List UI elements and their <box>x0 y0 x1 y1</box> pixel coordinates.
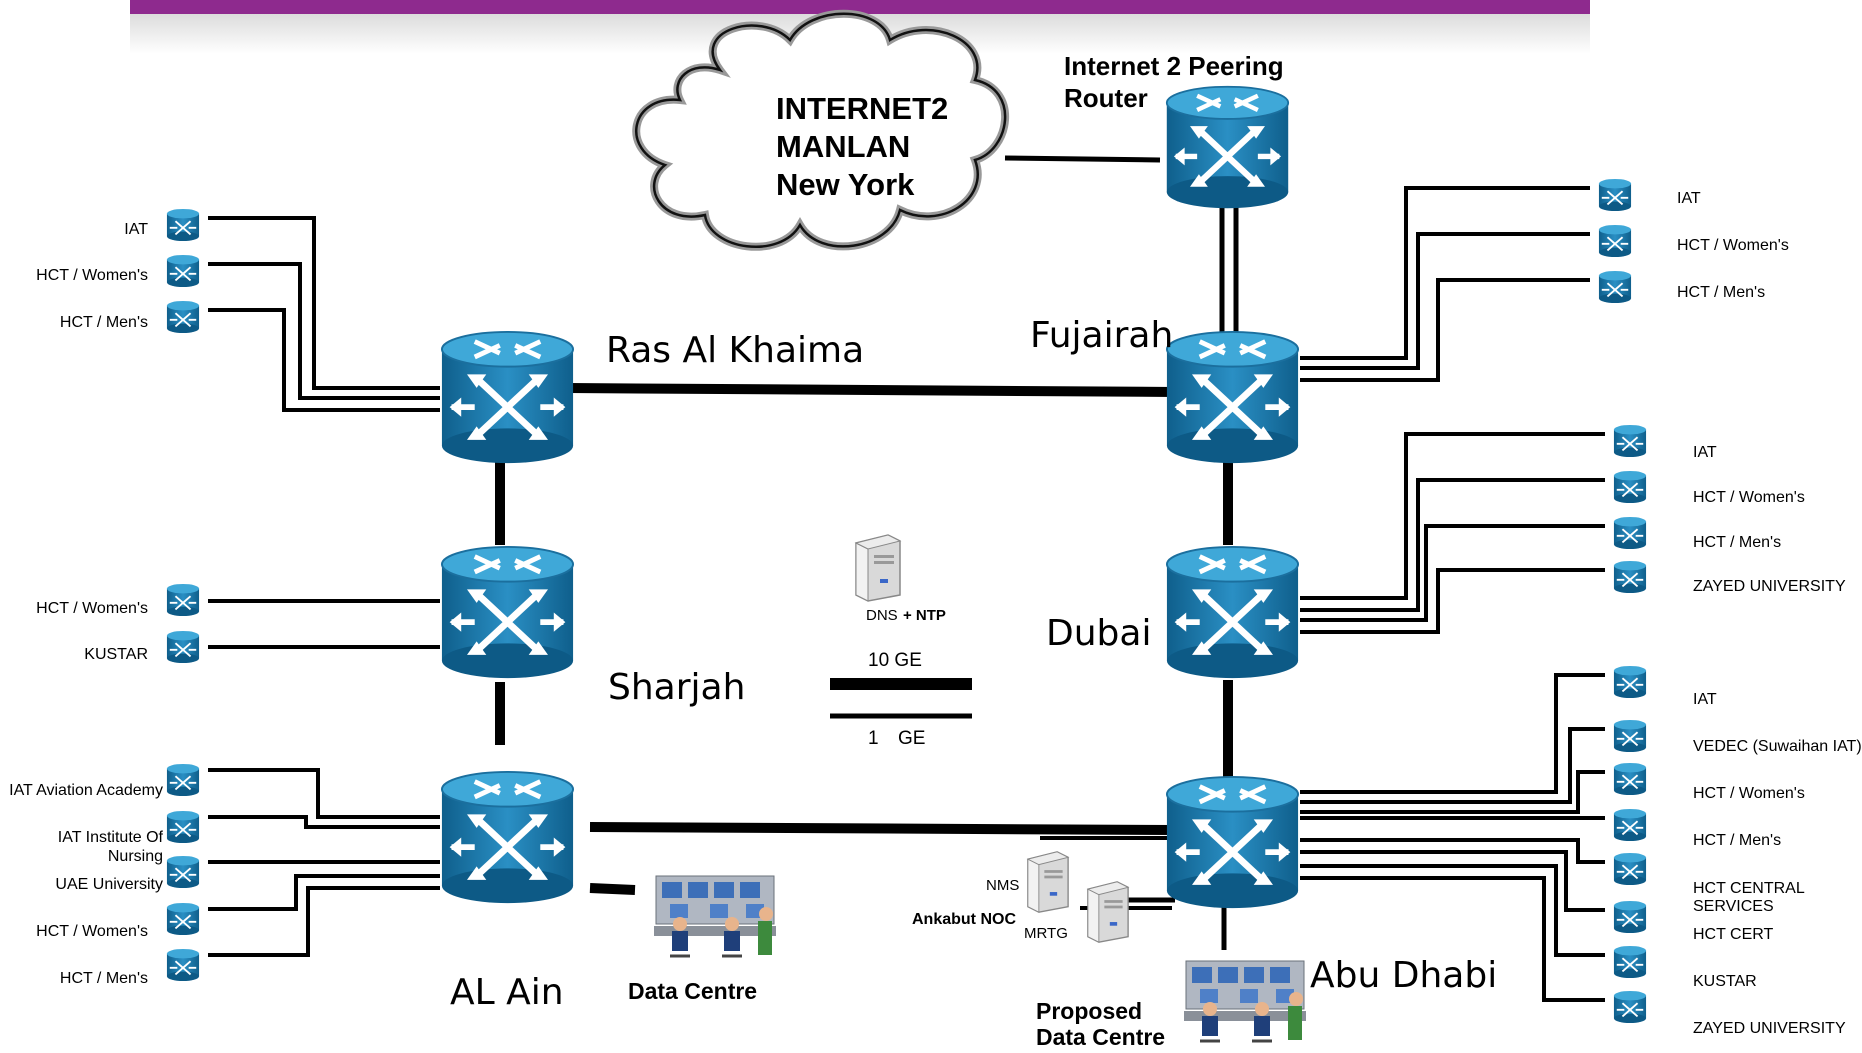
peering-links <box>1004 155 1239 950</box>
site-label: HCT / Men's <box>59 970 148 987</box>
cloud-line-3: New York <box>776 167 915 202</box>
site-router-icon[interactable] <box>166 630 200 664</box>
site-router-icon[interactable] <box>166 208 200 242</box>
cloud-line-1: INTERNET2 <box>776 91 949 126</box>
data-centre-icon <box>652 874 778 958</box>
site-label: IAT <box>1677 190 1701 207</box>
site-router-icon[interactable] <box>1613 516 1647 550</box>
site-label: IAT <box>1693 444 1717 461</box>
city-abu-dhabi: Abu Dhabi <box>1310 955 1498 996</box>
site-label: HCT / Women's <box>36 923 148 940</box>
site-label: HCT / Women's <box>36 600 148 617</box>
router-sharjah[interactable] <box>442 547 573 678</box>
site-router-icon[interactable] <box>166 300 200 334</box>
site-label: HCT / Men's <box>1693 832 1782 849</box>
peering-line-2: Router <box>1064 83 1148 113</box>
site-router-icon[interactable] <box>166 254 200 288</box>
site-router-icon[interactable] <box>166 810 200 844</box>
dns-server-icon <box>855 534 901 602</box>
site-label: ZAYED UNIVERSITY <box>1693 1020 1846 1037</box>
site-label: KUSTAR <box>84 646 148 663</box>
site-router-icon[interactable] <box>166 763 200 797</box>
site-label: IAT <box>1693 691 1717 708</box>
site-router-icon[interactable] <box>1613 945 1647 979</box>
proposed-line-2: Data Centre <box>1036 1024 1166 1050</box>
site-router-icon[interactable] <box>1613 762 1647 796</box>
legend-1ge-number: 1 <box>868 728 879 749</box>
legend-1ge-unit: GE <box>898 728 926 749</box>
cloud-line-2: MANLAN <box>776 129 911 164</box>
router-ras-al-khaima[interactable] <box>442 332 573 463</box>
site-router-icon[interactable] <box>1598 224 1632 258</box>
site-router-icon[interactable] <box>1598 270 1632 304</box>
site-router-icon[interactable] <box>166 583 200 617</box>
site-router-icon[interactable] <box>1613 665 1647 699</box>
site-router-icon[interactable] <box>1613 990 1647 1024</box>
ntp-label: + NTP <box>903 607 946 624</box>
peering-router-label: Internet 2 Peering Router <box>1064 50 1284 114</box>
backbone-links <box>495 383 1233 895</box>
router-abu-dhabi[interactable] <box>1167 777 1298 908</box>
city-dubai: Dubai <box>1046 613 1152 654</box>
cloud-label: INTERNET2 MANLAN New York <box>776 90 948 204</box>
site-label: VEDEC (Suwaihan IAT) <box>1693 738 1862 755</box>
dns-label: DNS <box>866 607 898 624</box>
site-router-icon[interactable] <box>166 902 200 936</box>
site-label: SERVICES <box>1693 898 1774 915</box>
site-label: HCT / Women's <box>1693 785 1805 802</box>
site-label: IAT Aviation Academy <box>9 782 163 799</box>
site-label: Nursing <box>107 848 163 865</box>
site-router-icon[interactable] <box>1613 719 1647 753</box>
site-label: HCT CERT <box>1693 926 1774 943</box>
proposed-data-centre-label: Proposed Data Centre <box>1036 998 1165 1050</box>
router-dubai[interactable] <box>1167 547 1298 678</box>
site-router-icon[interactable] <box>1598 178 1632 212</box>
site-router-icon[interactable] <box>1613 808 1647 842</box>
mrtg-server-icon <box>1087 881 1129 943</box>
mrtg-label: MRTG <box>1024 925 1068 942</box>
nms-server-icon <box>1027 851 1069 913</box>
site-router-icon[interactable] <box>166 948 200 982</box>
site-router-icon[interactable] <box>1613 560 1647 594</box>
city-sharjah: Sharjah <box>608 667 746 708</box>
legend-10ge-label: 10 GE <box>868 650 922 671</box>
data-centre-label: Data Centre <box>628 978 758 1004</box>
ankabut-noc-label: Ankabut NOC <box>912 911 1016 928</box>
site-router-icon[interactable] <box>166 855 200 889</box>
router-fujairah[interactable] <box>1167 332 1298 463</box>
city-fujairah: Fujairah <box>1030 315 1174 356</box>
site-label: HCT / Men's <box>59 314 148 331</box>
internet2-cloud <box>632 9 1009 251</box>
nms-label: NMS <box>986 877 1020 894</box>
router-al-ain[interactable] <box>442 772 573 903</box>
site-label: HCT / Men's <box>1693 534 1782 551</box>
site-router-icon[interactable] <box>1613 900 1647 934</box>
city-al-ain: AL Ain <box>450 972 564 1013</box>
site-router-icon[interactable] <box>1613 852 1647 886</box>
proposed-data-centre-icon <box>1182 959 1308 1043</box>
site-label: UAE University <box>55 876 163 893</box>
site-label: IAT Institute Of <box>57 829 163 846</box>
access-links <box>208 186 1605 1002</box>
city-ras-al-khaima: Ras Al Khaima <box>606 330 865 371</box>
site-label: HCT / Men's <box>1677 284 1766 301</box>
proposed-line-1: Proposed <box>1036 998 1143 1024</box>
site-label: IAT <box>124 221 148 238</box>
site-label: HCT CENTRAL <box>1693 880 1805 897</box>
site-label: KUSTAR <box>1693 973 1757 990</box>
site-router-icon[interactable] <box>1613 424 1647 458</box>
site-label: HCT / Women's <box>1677 237 1789 254</box>
site-router-icon[interactable] <box>1613 470 1647 504</box>
site-label: HCT / Women's <box>1693 489 1805 506</box>
title-bar <box>130 0 1590 14</box>
site-label: HCT / Women's <box>36 267 148 284</box>
peering-line-1: Internet 2 Peering <box>1064 51 1284 81</box>
site-label: ZAYED UNIVERSITY <box>1693 578 1846 595</box>
